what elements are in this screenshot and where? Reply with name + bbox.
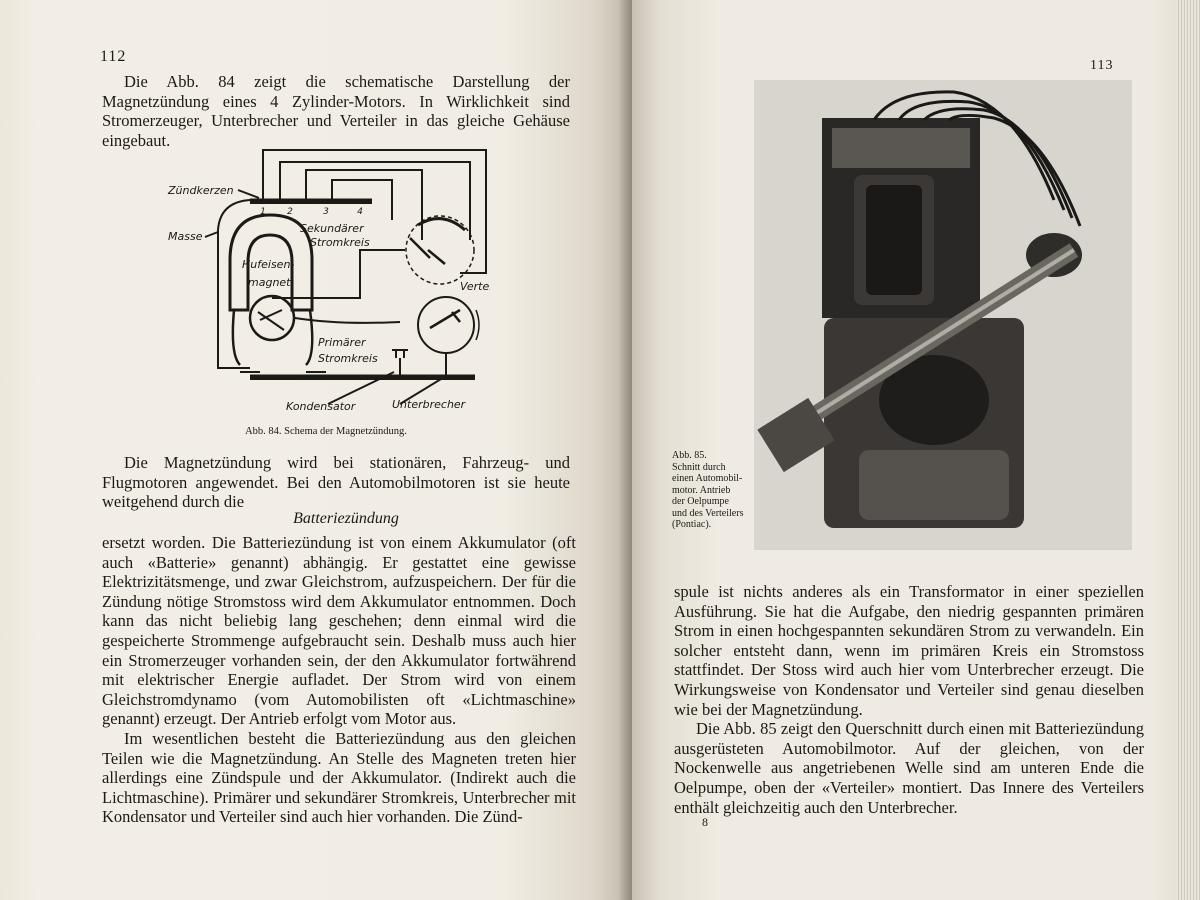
label-primaerer: Primärer	[318, 336, 367, 349]
caption-line-3: einen Automobil-	[672, 473, 743, 484]
paragraph-2-text: Die Magnetzündung wird bei stationären, …	[102, 453, 570, 512]
plug-label-3: 3	[323, 207, 329, 217]
label-unterbrecher: Unterbrecher	[392, 398, 467, 411]
caption-line-4: motor. Antrieb	[672, 484, 731, 496]
page-number-right: 113	[1090, 58, 1114, 73]
signature-mark: 8	[702, 815, 708, 829]
right-paragraph-2: Die Abb. 85 zeigt den Querschnitt durch …	[674, 719, 1144, 817]
paragraph-3: ersetzt worden. Die Batteriezündung ist …	[102, 533, 576, 827]
label-stromkreis-sek: Stromkreis	[310, 236, 370, 249]
label-sekundaerer: Sekundärer	[300, 222, 365, 235]
page-edges	[1176, 0, 1200, 900]
paragraph-3-text: ersetzt worden. Die Batteriezündung ist …	[102, 533, 576, 729]
paragraph-2: Die Magnetzündung wird bei stationären, …	[102, 453, 570, 512]
caption-line-6: und des Verteilers	[672, 507, 744, 519]
right-paragraph-1: spule ist nichts anderes als ein Transfo…	[674, 582, 1144, 719]
caption-line-7: (Pontiac).	[672, 519, 712, 530]
label-magnet: magnet	[248, 276, 291, 289]
figure-85-caption: Abb. 85. Schnitt durch einen Automobil- …	[672, 450, 762, 531]
label-zuendkerzen: Zündkerzen	[167, 184, 234, 197]
section-heading: Batteriezündung	[293, 510, 399, 527]
intro-text: Die Abb. 84 zeigt die schematische Darst…	[102, 72, 570, 150]
label-hufeisen: Hufeisen-	[242, 258, 294, 271]
figure-84-caption: Abb. 84. Schema der Magnetzündung.	[245, 426, 407, 437]
paragraph-4-text: Im wesentlichen besteht die Batteriezünd…	[102, 728, 576, 827]
intro-paragraph: Die Abb. 84 zeigt die schematische Darst…	[102, 72, 570, 150]
plug-label-1: 1	[260, 207, 266, 217]
engine-cross-section-photo	[754, 80, 1132, 550]
caption-line-5: der Oelpumpe	[672, 496, 729, 507]
left-page: 112 Die Abb. 84 zeigt die schematische D…	[0, 0, 632, 900]
label-verteiler: Verteiler	[460, 280, 490, 293]
label-masse: Masse	[168, 230, 203, 243]
label-stromkreis-prim: Stromkreis	[318, 352, 378, 365]
plug-label-4: 4	[357, 207, 363, 217]
label-kondensator: Kondensator	[286, 400, 357, 413]
right-paragraphs: spule ist nichts anderes als ein Transfo…	[674, 582, 1144, 817]
caption-line-1: Abb. 85.	[672, 450, 707, 461]
engine-illustration	[754, 80, 1132, 550]
page-number-left: 112	[100, 48, 127, 65]
right-page: 113	[632, 0, 1200, 900]
magneto-ignition-schematic: 1 2 3 4 Zündkerzen Masse Sekundärer Stro…	[167, 149, 490, 413]
caption-line-2: Schnitt durch	[672, 461, 726, 473]
plug-label-2: 2	[287, 207, 293, 217]
